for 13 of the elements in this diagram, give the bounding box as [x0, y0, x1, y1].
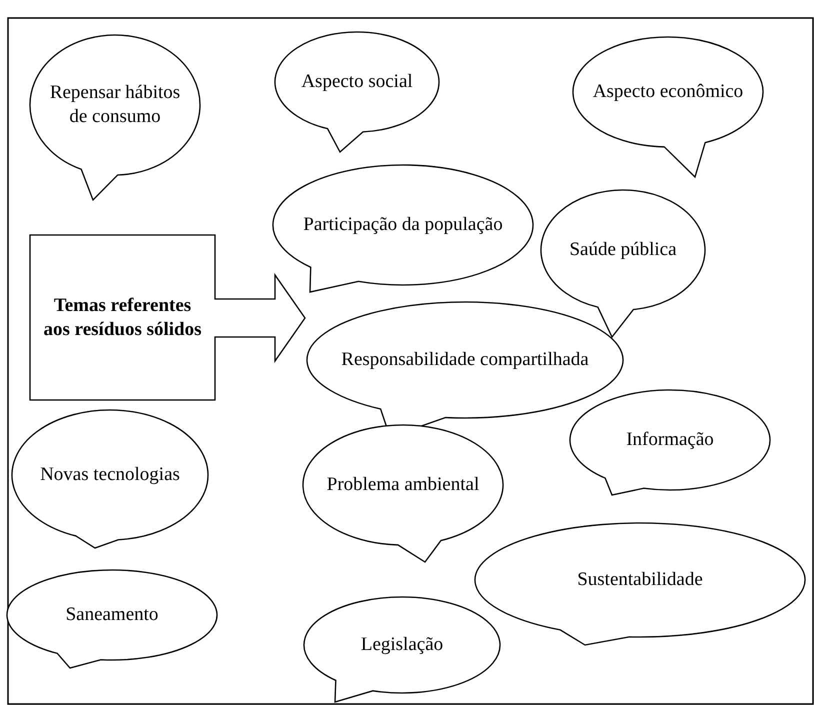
bubble-text: Problema ambiental: [326, 473, 480, 497]
bubble-text: Novas tecnologias: [39, 463, 181, 487]
bubble-text: Legislação: [360, 633, 444, 657]
bubble-text: Aspecto econômico: [592, 80, 744, 104]
bubble-text: Participação da população: [303, 213, 503, 237]
bubble-text: Informação: [625, 428, 715, 452]
heading-text: Temas referentes aos resíduos sólidos: [42, 294, 203, 342]
bubble-text: Responsabilidade compartilhada: [340, 348, 590, 372]
bubble-text: Repensar hábitos de consumo: [48, 81, 182, 129]
bubble-text: Saúde pública: [568, 238, 678, 262]
bubble-text: Saneamento: [64, 603, 160, 627]
bubble-text: Aspecto social: [300, 70, 414, 94]
bubble-text: Sustentabilidade: [576, 568, 704, 592]
